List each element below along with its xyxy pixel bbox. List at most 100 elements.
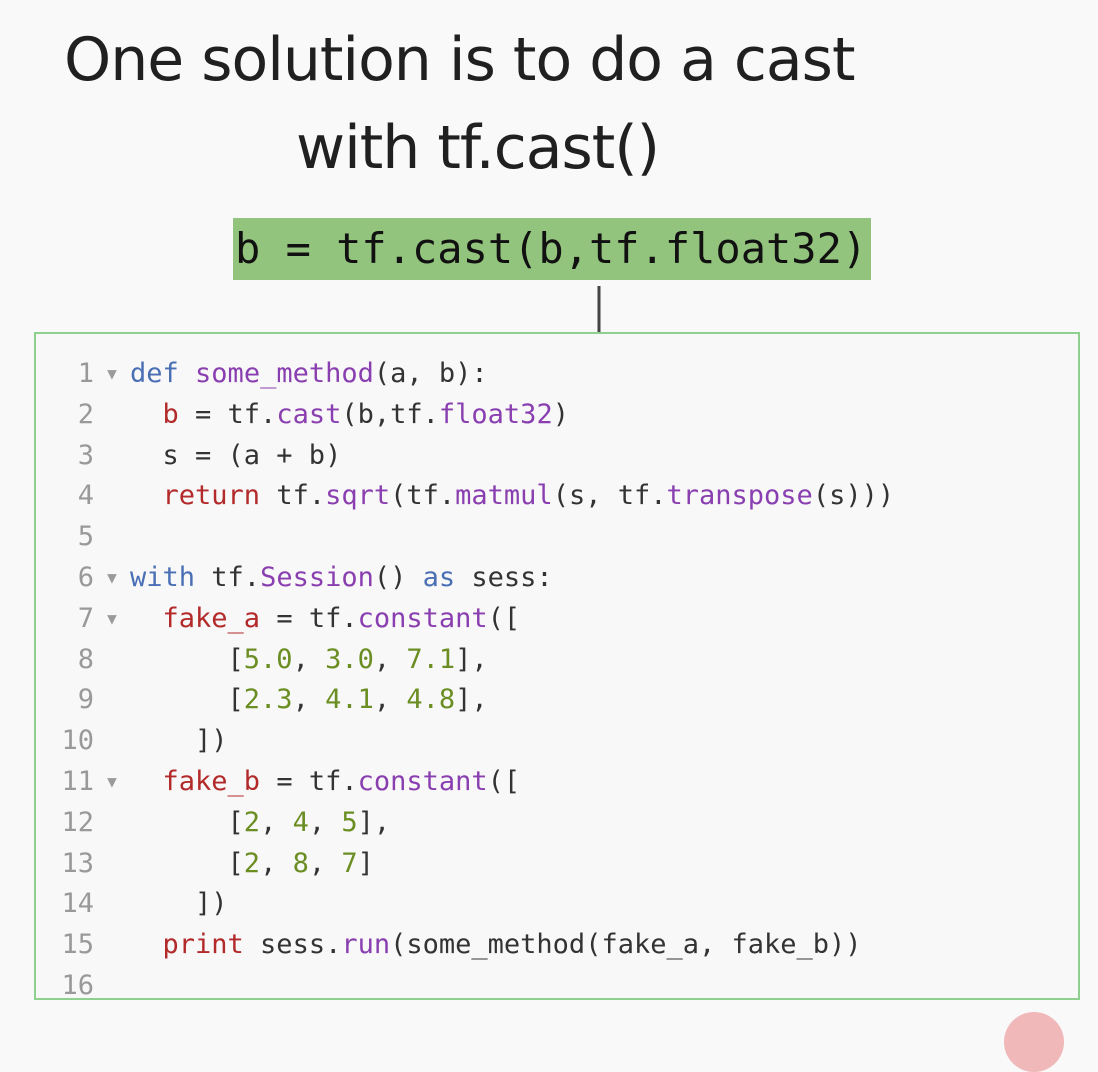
fold-triangle-icon [94,517,130,557]
line-number: 9 [77,684,94,716]
code-line: 11 ▼ fake_b = tf.constant([ [36,762,520,802]
code-token: fake_b [162,766,261,797]
code-text: ]) [130,725,228,756]
code-text: ]) [130,888,228,919]
code-token: ) [552,398,569,430]
code-line: 16 [36,966,130,1006]
code-text: s = (a + b) [130,439,342,471]
line-number: 5 [77,521,94,553]
line-number: 8 [77,643,94,675]
code-token: fake_a [162,602,261,634]
code-token: (some_method(fake_a, fake_b)) [390,929,862,961]
code-editor: 1 ▼ def some_method(a, b): 2 b = tf.cast(b,… [34,332,1080,1001]
code-token: matmul [455,480,553,512]
code-token: float32 [438,398,553,430]
code-text: [2.3, 4.1, 4.8], [130,684,488,715]
code-token: 2 [243,806,261,838]
code-text: [2, 8, 7] [130,848,374,879]
code-text: def some_method(a, b): [130,358,488,389]
corner-decoration [1004,1012,1064,1072]
code-token: constant [357,766,488,797]
code-token [130,399,163,430]
code-token: transpose [666,480,813,512]
title-line-2: with tf.cast() [296,113,660,183]
code-token: return [162,480,261,512]
fold-triangle-icon [94,680,130,720]
fold-triangle-icon[interactable]: ▼ [107,364,117,383]
code-token: [ [130,847,244,879]
line-number: 13 [61,847,94,879]
code-token: def [130,358,179,389]
code-token [179,358,195,389]
code-token: cast [276,398,342,430]
code-token: with [130,562,196,593]
line-number: 3 [77,439,94,471]
code-token: 3.0 [325,643,374,675]
fold-triangle-icon [94,721,130,761]
code-text: with tf.Session() as sess: [130,562,553,593]
code-token: (tf. [390,480,456,512]
code-token: , [373,643,407,675]
code-token: , [260,847,293,879]
fold-triangle-icon[interactable]: ▼ [107,568,117,587]
code-token: (s))) [812,480,895,512]
code-line: 7 ▼ fake_a = tf.constant([ [36,599,520,639]
code-token: ([ [487,766,521,797]
code-line: 5 [36,517,130,557]
code-token: ]) [130,725,228,757]
fold-triangle-icon[interactable]: ▼ [107,772,117,791]
code-token: sess. [243,929,342,961]
code-token: , [373,684,407,716]
code-line: 8 [5.0, 3.0, 7.1], [36,640,488,680]
code-token: ]) [130,888,228,920]
fold-triangle-icon [94,436,130,476]
code-token: Session [260,562,374,593]
code-token: , [292,684,326,716]
fold-triangle-icon [94,966,130,1006]
code-token: some_method [195,358,374,389]
code-token: b [162,398,179,430]
code-token: , [308,847,342,879]
fold-triangle-icon[interactable]: ▼ [107,608,117,628]
code-text: fake_a = tf.constant([ [130,602,521,634]
code-token: = tf. [260,602,358,634]
line-number: 1 [77,358,94,389]
fold-triangle-icon [94,476,130,516]
code-text: fake_b = tf.constant([ [130,766,521,797]
code-token: 4.8 [406,684,456,716]
code-token: print [162,929,244,961]
line-number: 7 [77,602,94,634]
code-token: as [422,562,456,593]
line-number: 10 [61,725,94,757]
line-number: 6 [77,562,94,593]
code-token: ([ [487,602,521,634]
code-line: 6 ▼ with tf.Session() as sess: [36,558,553,598]
code-text: [2, 4, 5], [130,806,391,838]
code-text: b = tf.cast(b,tf.float32) [130,399,569,430]
code-token: 4 [292,806,309,838]
code-token: tf. [195,562,261,593]
line-number: 11 [61,766,94,797]
cast-callout: b = tf.cast(b,tf.float32) [233,218,872,280]
code-token: = tf. [260,766,358,797]
code-line: 1 ▼ def some_method(a, b): [36,354,488,394]
code-token: 5 [341,806,358,838]
code-line: 14 ]) [36,884,228,924]
code-token: [ [130,684,244,716]
code-token: s = (a + b) [130,439,342,471]
line-number: 4 [77,480,94,512]
code-token [130,929,163,960]
code-line: 3 s = (a + b) [36,436,342,476]
code-token: 7 [341,847,358,879]
line-number: 15 [61,929,94,961]
fold-triangle-icon [94,395,130,435]
code-token: , [260,806,293,838]
fold-triangle-icon [94,803,130,843]
code-token: 2.3 [243,684,293,716]
code-line: 4 return tf.sqrt(tf.matmul(s, tf.transpo… [36,476,894,516]
line-number: 12 [61,806,94,838]
code-token: sqrt [325,480,391,512]
code-token: tf. [260,480,326,512]
code-text: [5.0, 3.0, 7.1], [130,644,488,675]
code-token: [ [130,806,244,838]
